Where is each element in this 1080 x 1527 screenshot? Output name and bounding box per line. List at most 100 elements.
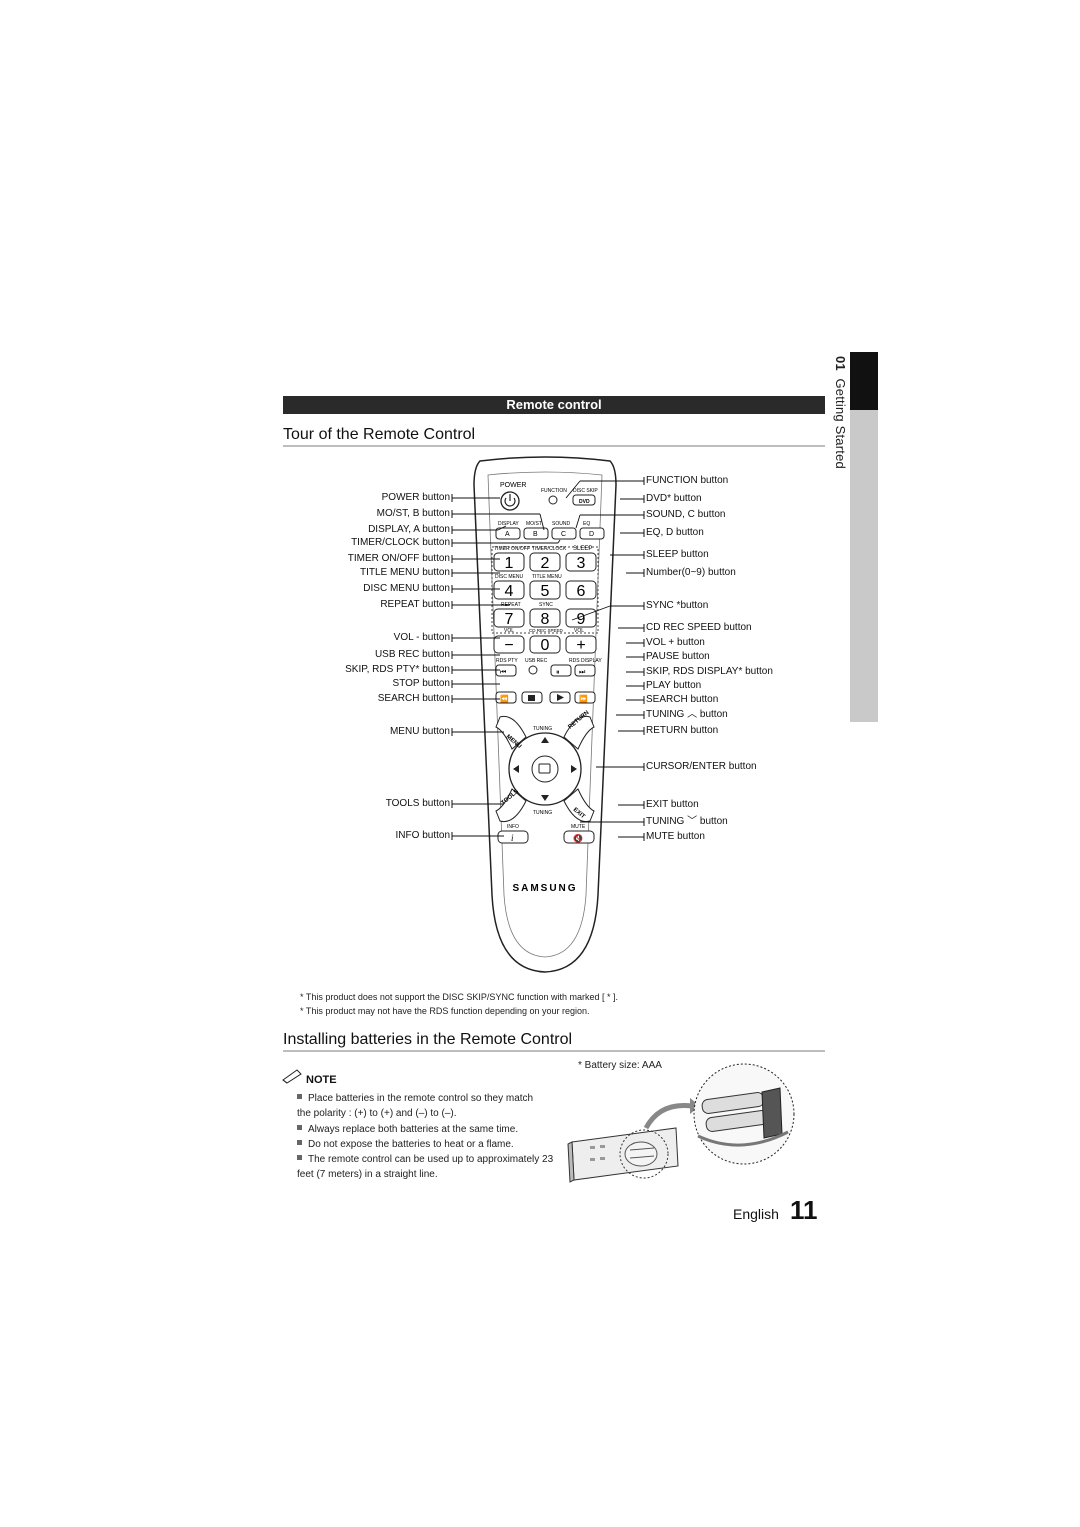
function-button[interactable] [548,495,558,505]
note-item-heat: Do not expose the batteries to heat or a… [297,1137,547,1152]
label-tools-button: TOOLS button [385,798,450,809]
number-1-label: 1 [505,555,514,572]
side-tab-label: 01 Getting Started [828,356,850,496]
c-label: C [561,531,566,538]
b-button[interactable] [523,527,549,540]
enter-button[interactable] [531,755,559,783]
note-item-replace: Always replace both batteries at the sam… [297,1122,547,1137]
number-7-label: 7 [505,611,514,628]
return-button[interactable] [563,715,595,750]
navigation-ring [508,732,582,806]
tools-button[interactable] [495,788,527,823]
d-label: D [589,531,594,538]
note-text-range: The remote control can be used up to app… [297,1154,554,1180]
number-5-button[interactable] [529,580,561,600]
install-heading-rule [283,1050,825,1052]
a-button[interactable] [495,527,521,540]
eq-label: EQ [583,521,590,527]
d-button[interactable] [579,527,605,540]
label-eq-button: EQ, D button [646,527,704,538]
note-text-heat: Do not expose the batteries to heat or a… [308,1139,514,1150]
label-number-buttons: Number(0~9) button [646,567,736,578]
label-search-left-button: SEARCH button [377,693,450,704]
vol-plus-label: VOL [574,628,584,634]
label-power-button: POWER button [381,492,450,503]
title-menu-label: TITLE MENU [532,574,562,580]
svg-text:⏸: ⏸ [556,668,560,676]
number-6-button[interactable] [565,580,597,600]
note-pencil-icon [282,1069,302,1084]
search-forward-button[interactable] [574,691,596,704]
battery-size: * Battery size: AAA [578,1060,662,1071]
most-label: MO/ST [526,521,542,527]
power-label: POWER [500,482,526,489]
side-tab-marker [850,352,878,410]
sync-label: SYNC [539,602,553,608]
number-8-button[interactable] [529,608,561,628]
label-cursor-enter-button: CURSOR/ENTER button [646,761,757,772]
cursor-up-arrow[interactable] [541,737,549,743]
exit-button[interactable] [563,788,595,823]
vol-plus-button[interactable] [565,635,597,654]
label-timer-onoff-button: TIMER ON/OFF button [347,553,450,564]
footnote-disc-skip: * This product does not support the DISC… [300,992,618,1002]
usb-rec-button[interactable] [528,665,538,675]
number-2-button[interactable] [529,552,561,572]
power-button[interactable] [500,491,520,511]
dvd-button[interactable] [572,494,596,506]
label-sound-button: SOUND, C button [646,509,726,520]
timer-onoff-label: TIMER ON/OFF [494,546,530,552]
vol-minus-button[interactable] [493,635,525,654]
disc-menu-label: DISC MENU [495,574,523,580]
label-sync-button: SYNC *button [646,600,709,611]
remote-back-illustration [567,1127,679,1183]
svg-text:⏪: ⏪ [500,694,509,703]
mute-button[interactable] [563,830,595,844]
note-item-polarity: Place batteries in the remote control so… [297,1091,547,1121]
label-vol-plus-button: VOL + button [646,637,705,648]
cursor-right-arrow[interactable] [571,765,577,773]
sound-label: SOUND [552,521,570,527]
b-label: B [533,531,538,538]
cursor-down-arrow[interactable] [541,795,549,801]
number-3-button[interactable] [565,552,597,572]
menu-button[interactable] [495,715,527,750]
label-dvd-button: DVD* button [646,493,702,504]
label-skip-rds-display-button: SKIP, RDS DISPLAY* button [646,666,773,677]
usb-rec-label: USB REC [525,658,548,664]
number-3-label: 3 [577,555,586,572]
remote-control-illustration: POWER FUNCTION DISC SKIP DVD DISPLAY MO/… [473,456,617,973]
label-usb-rec-button: USB REC button [374,649,450,660]
samsung-logo: SAMSUNG [512,883,577,894]
c-button[interactable] [551,527,577,540]
label-skip-rds-pty-button: SKIP, RDS PTY* button [345,664,450,675]
label-return-button: RETURN button [646,725,719,736]
label-tuning-up-button: TUNING ︿ button [646,709,728,720]
heading-rule [283,445,825,447]
info-button[interactable] [497,830,529,844]
info-glyph: i [511,833,514,843]
vol-minus-glyph: − [504,637,513,654]
number-2-label: 2 [541,555,550,572]
section-title: Remote control [506,397,602,412]
function-label: FUNCTION [541,488,567,494]
pause-button[interactable] [550,664,572,677]
cursor-left-arrow[interactable] [513,765,519,773]
footnote-rds: * This product may not have the RDS func… [300,1006,590,1016]
number-1-button[interactable] [493,552,525,572]
label-most-button: MO/ST, B button [376,508,450,519]
number-0-button[interactable] [529,635,561,654]
vol-minus-label: VOL [504,628,514,634]
battery-installation-illustration [567,1063,795,1183]
sleep-label: SLEEP [573,546,592,552]
number-7-button[interactable] [493,608,525,628]
search-back-button[interactable] [495,691,517,704]
skip-forward-button[interactable] [574,664,596,677]
note-label: NOTE [306,1074,337,1086]
svg-text:🔇: 🔇 [573,833,583,843]
label-sleep-button: SLEEP button [646,549,709,560]
skip-back-button[interactable] [495,664,517,677]
number-4-button[interactable] [493,580,525,600]
rds-pty-label: RDS PTY [496,658,518,664]
section-bar: Remote control [283,396,825,414]
